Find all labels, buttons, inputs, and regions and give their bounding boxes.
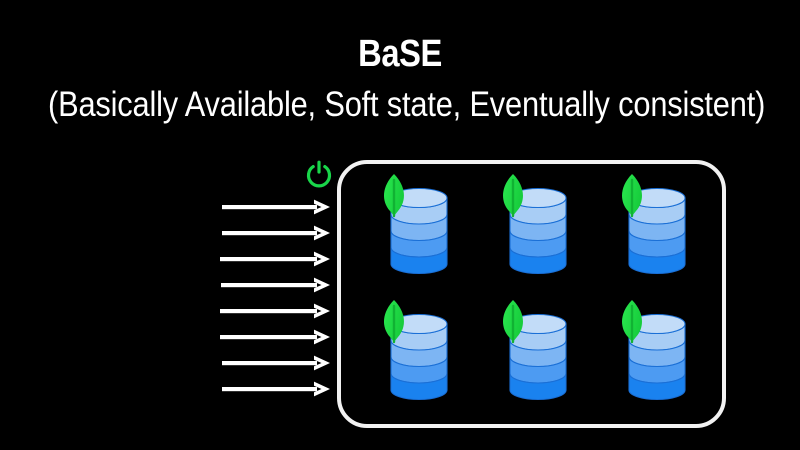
database-cylinder: [390, 313, 448, 401]
arrow-right-icon: [220, 303, 330, 319]
database-with-leaf-icon: [622, 300, 686, 401]
arrow-right-icon: [222, 355, 330, 371]
arrow-right-icon: [222, 225, 330, 241]
leaf-icon: [384, 300, 404, 344]
database-cylinder: [628, 313, 686, 401]
page-subtitle: (Basically Available, Soft state, Eventu…: [48, 85, 766, 124]
database-with-leaf-icon: [503, 300, 567, 401]
request-arrow: [220, 303, 330, 319]
database-with-leaf-icon: [384, 300, 448, 401]
request-arrow: [222, 225, 330, 241]
page-title: BaSE: [358, 33, 442, 75]
database-node: [373, 296, 451, 401]
database-with-leaf-icon: [384, 174, 448, 275]
request-arrow: [222, 199, 330, 215]
database-cylinder: [509, 313, 567, 401]
request-arrow: [220, 251, 330, 267]
request-arrow: [222, 381, 330, 397]
database-cluster-boundary: [337, 160, 726, 428]
database-node: [492, 170, 570, 275]
request-arrow: [222, 355, 330, 371]
arrow-right-icon: [222, 199, 330, 215]
database-cylinder: [628, 187, 686, 275]
database-cylinder: [509, 187, 567, 275]
power-icon: [306, 160, 332, 188]
arrow-right-icon: [221, 277, 330, 293]
power-on-indicator[interactable]: [303, 159, 335, 191]
leaf-icon: [503, 300, 523, 344]
arrow-right-icon: [220, 329, 330, 345]
arrow-right-icon: [222, 381, 330, 397]
leaf-icon: [384, 174, 404, 218]
database-node: [492, 296, 570, 401]
leaf-icon: [622, 300, 642, 344]
leaf-icon: [622, 174, 642, 218]
arrow-right-icon: [220, 251, 330, 267]
database-node: [373, 170, 451, 275]
request-arrow: [220, 329, 330, 345]
request-arrow: [221, 277, 330, 293]
leaf-icon: [503, 174, 523, 218]
database-node: [611, 296, 689, 401]
database-with-leaf-icon: [503, 174, 567, 275]
database-with-leaf-icon: [622, 174, 686, 275]
database-node: [611, 170, 689, 275]
title-block: BaSE (Basically Available, Soft state, E…: [0, 32, 800, 128]
